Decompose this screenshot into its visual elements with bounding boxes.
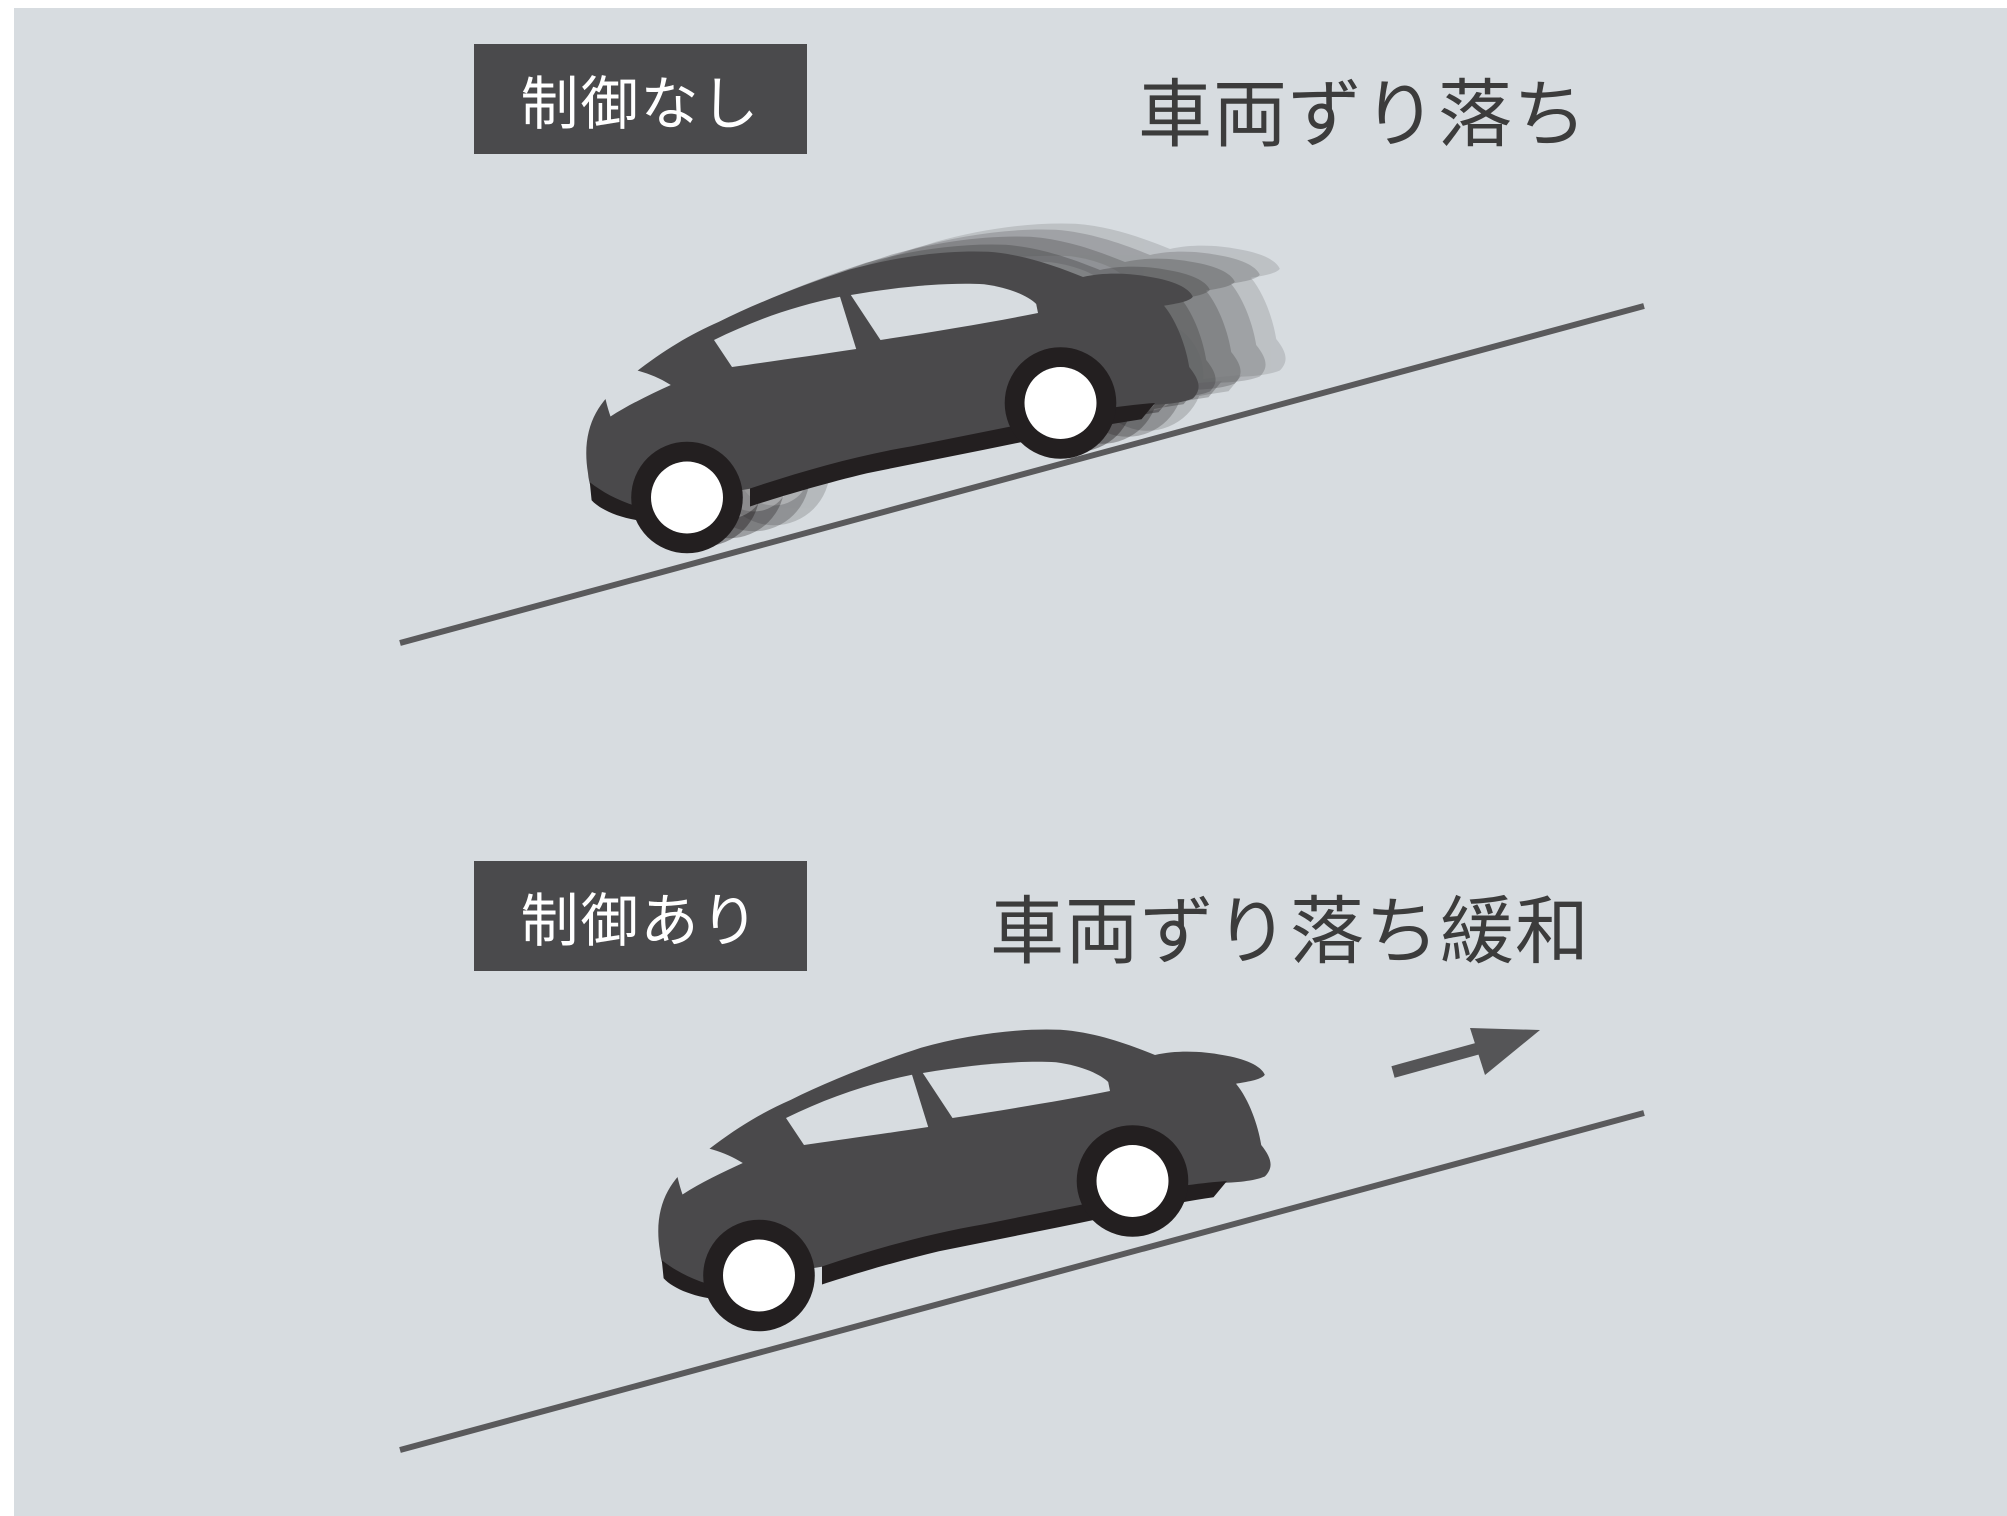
caption-slide-down-mitigated: 車両ずり落ち緩和	[990, 889, 1590, 975]
caption-vehicle-slides-down: 車両ずり落ち	[1138, 72, 1588, 158]
suv-side-icon	[658, 1029, 1271, 1332]
slope-line-bottom	[399, 1110, 1645, 1453]
label-with-control: 制御あり	[474, 861, 807, 971]
label-without-control: 制御なし	[474, 44, 807, 154]
slope-line-top	[399, 303, 1645, 646]
label-without-control-text: 制御なし	[520, 70, 761, 138]
arrow-up-right-icon	[1391, 1028, 1540, 1078]
label-with-control-text: 制御あり	[520, 887, 761, 955]
